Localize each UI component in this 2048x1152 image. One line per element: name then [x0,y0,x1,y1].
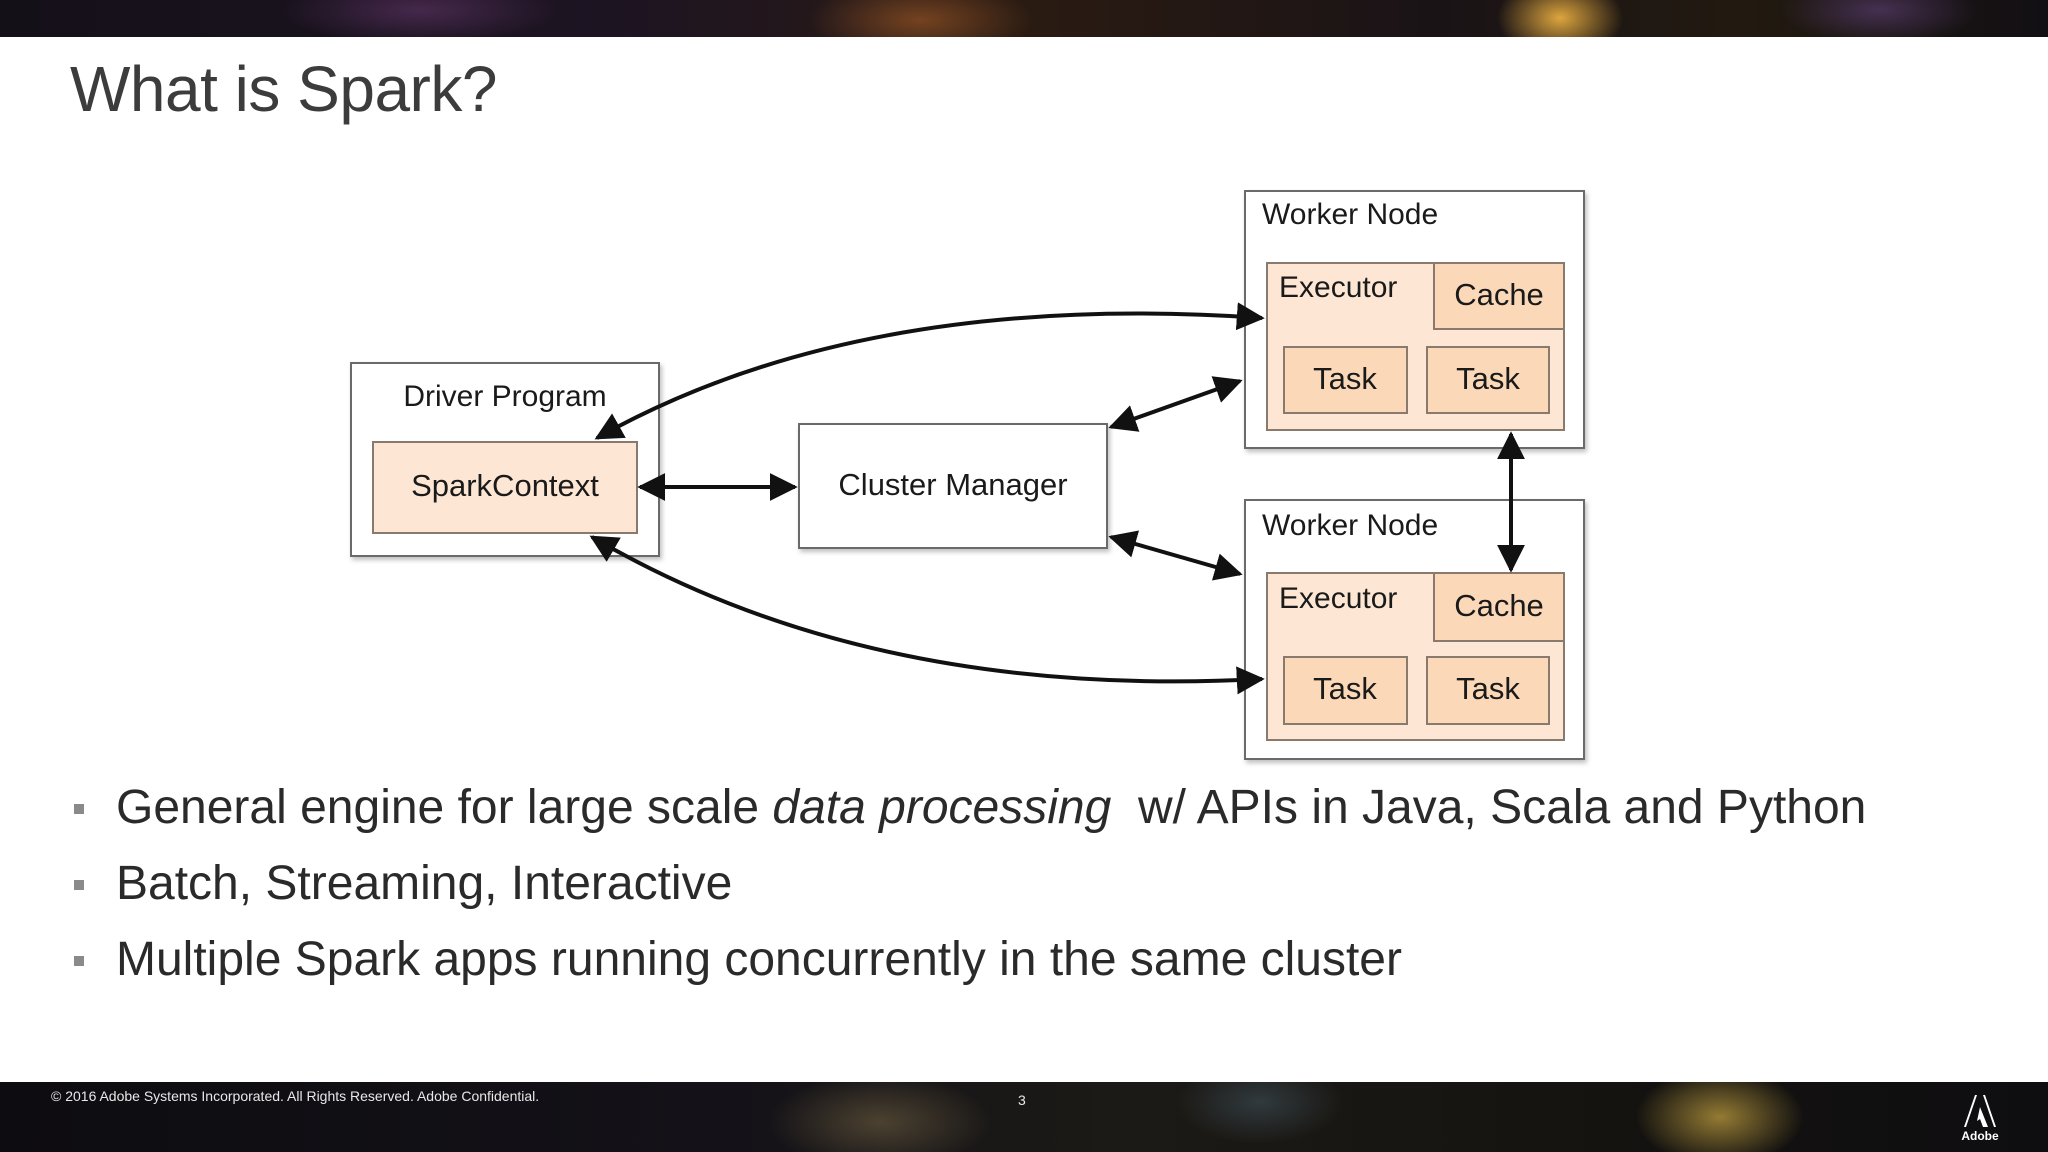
spark-architecture-diagram: Driver Program SparkContext Cluster Mana… [350,190,1585,760]
spark-context-label: SparkContext [411,468,599,503]
executor-label: Executor [1279,582,1397,615]
arrow-cluster-manager-to-worker-2 [1108,530,1243,581]
worker-node-label: Worker Node [1262,509,1438,542]
worker-node-box: Worker Node Executor Cache Task Task [1244,499,1585,760]
cache-label: Cache [1454,277,1544,312]
top-decorative-band [0,0,2048,37]
arrow-cluster-manager-to-worker-1 [1108,376,1243,432]
arrow-driver-to-worker-2 [589,535,1265,695]
task-box [1283,656,1408,725]
cluster-manager-box: Cluster Manager [798,423,1108,549]
task-label: Task [1456,671,1520,706]
task-label: Task [1313,671,1377,706]
cache-box [1433,262,1565,330]
cache-box [1433,572,1565,642]
bullet-item: Batch, Streaming, Interactive [70,846,1866,922]
cluster-manager-label: Cluster Manager [838,467,1067,502]
adobe-logo-icon [1964,1095,1996,1127]
cache-label: Cache [1454,588,1544,623]
task-box [1426,656,1550,725]
bullet-item: General engine for large scale data proc… [70,770,1866,846]
bullet-marker-icon [74,804,84,814]
task-label: Task [1456,361,1520,396]
slide-title: What is Spark? [70,53,497,125]
bullet-item: Multiple Spark apps running concurrently… [70,922,1866,998]
worker-node-box: Worker Node Executor Cache Task Task [1244,190,1585,449]
worker-node-label: Worker Node [1262,198,1438,231]
driver-program-label: Driver Program [403,380,606,413]
bullet-emphasis: data processing [772,781,1112,834]
bullet-marker-icon [74,956,84,966]
bottom-decorative-band [0,1082,2048,1152]
bullet-text: Batch, Streaming, Interactive [116,857,733,910]
spark-context-box: SparkContext [372,441,638,534]
task-box [1426,346,1550,414]
arrow-driver-to-worker-1 [594,302,1265,440]
bullet-list: General engine for large scale data proc… [70,770,1866,998]
adobe-logo: Adobe [1960,1095,2000,1145]
bullet-marker-icon [74,880,84,890]
bullet-text: Multiple Spark apps running concurrently… [116,933,1402,986]
bullet-text: General engine for large scale [116,781,773,834]
page-number: 3 [1018,1092,1026,1108]
executor-label: Executor [1279,271,1397,304]
bullet-text: w/ APIs in Java, Scala and Python [1111,781,1867,834]
driver-program-box: Driver Program SparkContext [350,362,660,557]
footer-copyright: © 2016 Adobe Systems Incorporated. All R… [51,1088,540,1104]
task-label: Task [1313,361,1377,396]
adobe-logo-text: Adobe [1961,1129,1999,1143]
task-box [1283,346,1408,414]
